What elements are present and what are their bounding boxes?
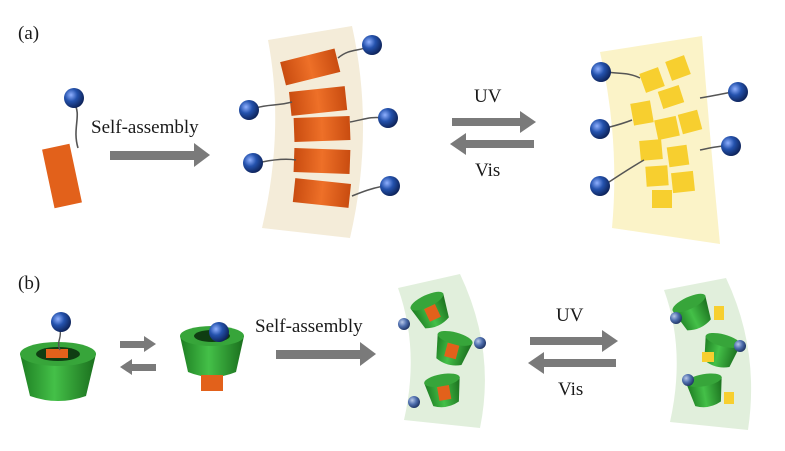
blue-ball-icon	[670, 312, 682, 324]
blue-ball-icon	[378, 108, 398, 128]
blue-ball-icon	[591, 62, 611, 82]
assembly-yellow	[630, 55, 703, 208]
vis-label-b: Vis	[558, 379, 584, 400]
host-guest-free	[20, 312, 96, 401]
panel-label-b: (b)	[18, 273, 41, 294]
host-guest-complex	[180, 322, 244, 391]
arrows-uv-vis-b	[528, 330, 618, 374]
monomer-a	[42, 88, 84, 209]
blue-ball-icon	[398, 318, 410, 330]
arrow-self-assembly-a	[110, 143, 210, 167]
assembly-orange	[239, 35, 400, 208]
blue-ball-icon	[728, 82, 748, 102]
self-assembly-label-b: Self-assembly	[255, 316, 363, 337]
blue-ball-icon	[734, 340, 746, 352]
arrows-equilibrium-b	[120, 336, 156, 375]
arrow-self-assembly-b	[276, 342, 376, 366]
blue-ball-icon	[51, 312, 71, 332]
blue-ball-icon	[590, 176, 610, 196]
blue-ball-icon	[682, 374, 694, 386]
assembly-cups-dissociated	[670, 293, 746, 408]
uv-label-b: UV	[556, 305, 584, 326]
arrows-uv-vis-a	[450, 111, 536, 155]
blue-ball-icon	[590, 119, 610, 139]
blue-ball-icon	[243, 153, 263, 173]
panel-b	[20, 274, 752, 430]
blue-ball-icon	[239, 100, 259, 120]
blue-ball-icon	[474, 337, 486, 349]
panel-label-a: (a)	[18, 23, 40, 44]
blue-ball-icon	[408, 396, 420, 408]
blue-ball-icon	[64, 88, 84, 108]
panel-a	[42, 26, 748, 244]
vis-label-a: Vis	[475, 160, 501, 181]
assembly-cups	[398, 291, 486, 408]
blue-ball-icon	[380, 176, 400, 196]
self-assembly-label-a: Self-assembly	[91, 117, 199, 138]
blue-ball-icon	[209, 322, 229, 342]
blue-ball-icon	[721, 136, 741, 156]
blue-ball-icon	[362, 35, 382, 55]
uv-label-a: UV	[474, 86, 502, 107]
yellow-tethers	[590, 62, 748, 196]
